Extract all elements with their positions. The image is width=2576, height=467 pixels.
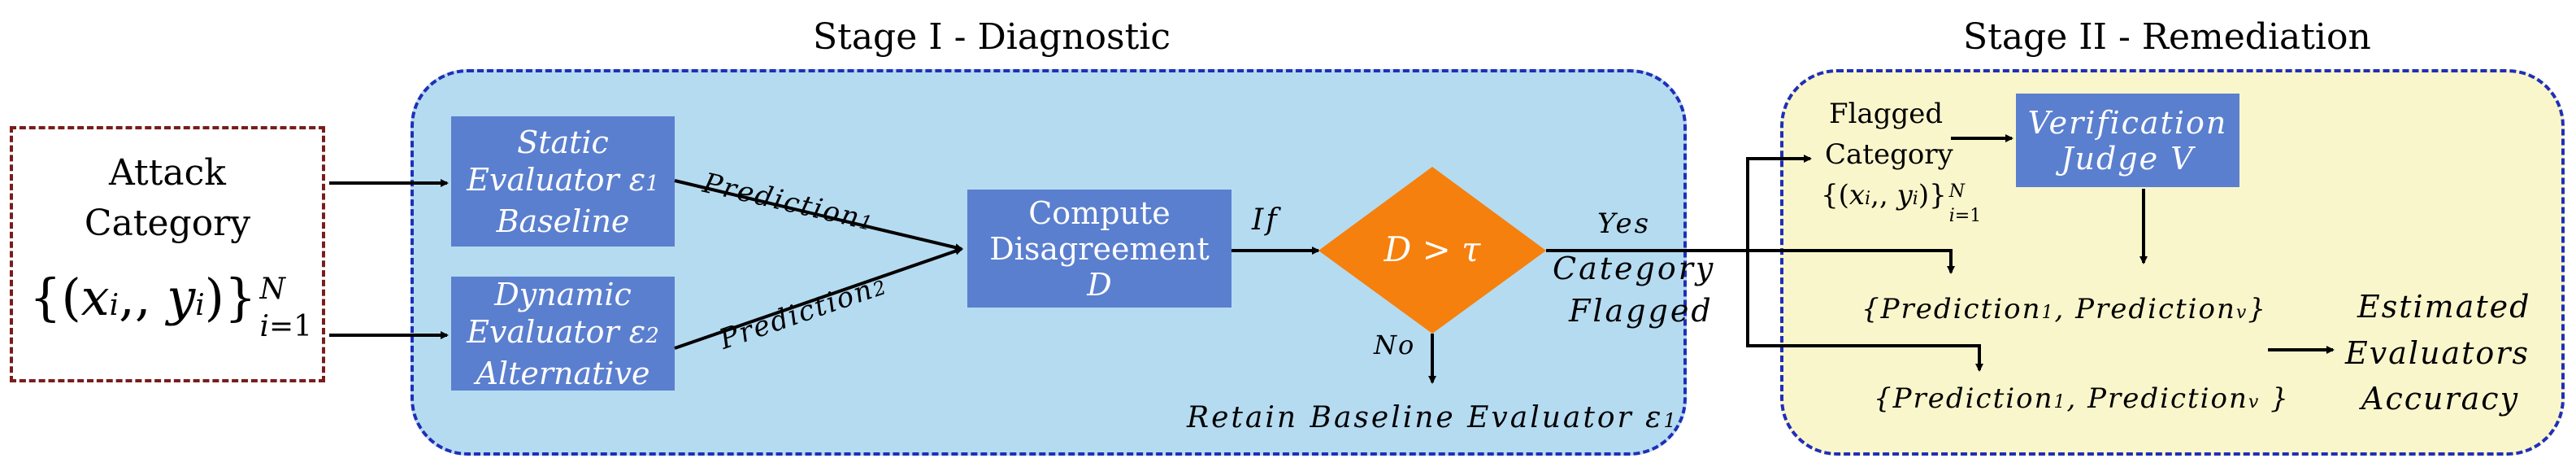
verification-judge-box: Verification Judge V (2016, 94, 2239, 187)
flagged-category-line1: Flagged (1829, 98, 1944, 130)
verification-line2: Judge V (2061, 140, 2195, 177)
compute-line1: Compute (1028, 194, 1171, 231)
category-flagged-line2: Flagged (1569, 293, 1714, 329)
decision-diamond (1318, 167, 1546, 334)
static-evaluator-line2: Evaluator ε1 (467, 161, 659, 198)
output-line1: Estimated (2357, 289, 2531, 325)
arrow-yes-to-top-set (1748, 249, 1955, 274)
output-line2: Evaluators (2345, 335, 2530, 371)
static-evaluator-line3: Baseline (496, 203, 630, 239)
stage2-title: Stage II - Remediation (1963, 16, 2371, 58)
input-label-line1: Attack (109, 152, 226, 194)
edge-label-if: If (1252, 203, 1279, 237)
compute-disagreement-box: Compute Disagreement D (967, 190, 1232, 308)
compute-line3: D (1087, 266, 1112, 303)
arrow-yes-to-bottom-set (1746, 251, 1983, 372)
prediction-set-top: {Prediction1, Predictionv} (1861, 293, 2267, 325)
category-flagged-line1: Category (1553, 251, 1716, 286)
compute-line2: Disagreement (989, 230, 1210, 267)
verification-line1: Verification (2027, 104, 2228, 141)
output-line3: Accuracy (2361, 381, 2520, 417)
edge-label-no: No (1374, 330, 1416, 360)
input-label-line2: Category (84, 203, 251, 244)
dynamic-evaluator-line2: Evaluator ε2 (467, 313, 659, 350)
edge-label-yes: Yes (1597, 207, 1652, 240)
arrow-static-to-compute (674, 179, 963, 252)
prediction-set-bottom: {Prediction1, Predictionv } (1874, 382, 2290, 415)
arrow-dynamic-to-compute (674, 247, 963, 350)
retain-baseline-label: Retain Baseline Evaluator ε1 (1187, 401, 1679, 434)
dynamic-evaluator-box: Dynamic Evaluator ε2 Alternative (451, 277, 675, 391)
static-evaluator-line1: Static (517, 124, 609, 160)
decision-label: D > τ (1384, 229, 1481, 269)
flagged-category-line2: Category (1825, 138, 1953, 171)
stage1-title: Stage I - Diagnostic (813, 16, 1171, 58)
dynamic-evaluator-line3: Alternative (476, 355, 650, 391)
static-evaluator-box: Static Evaluator ε1 Baseline (451, 116, 675, 247)
arrow-decision-yes-split (1546, 155, 1812, 252)
dynamic-evaluator-line1: Dynamic (494, 276, 632, 312)
